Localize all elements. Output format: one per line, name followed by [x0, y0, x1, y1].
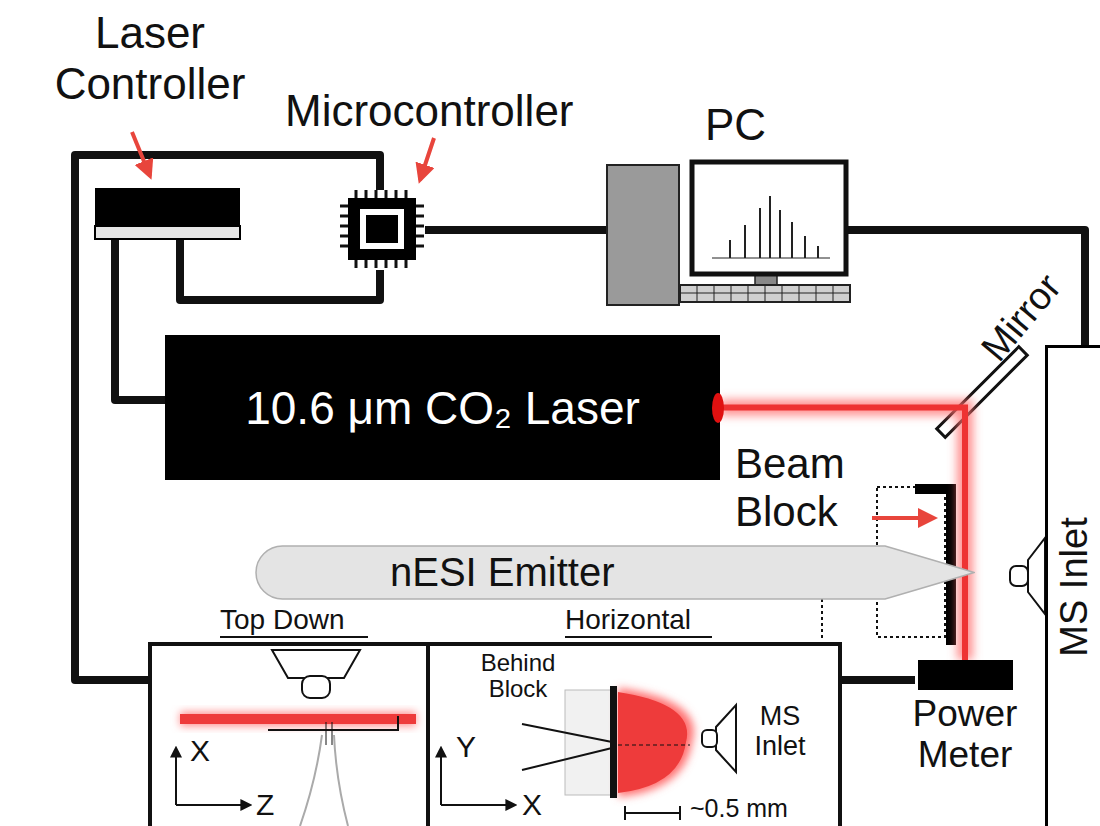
callout-label: Microcontroller — [285, 86, 574, 137]
ms-inlet-cone — [1010, 538, 1045, 614]
emitter-shape — [255, 545, 975, 600]
power-meter: Power Meter — [890, 660, 1040, 810]
callout-arrow — [872, 516, 934, 520]
dimension-label: ~0.5 mm — [690, 794, 788, 823]
node-text: nESI Emitter — [390, 550, 615, 595]
beam-glow — [720, 408, 965, 661]
co2-laser: 10.6 μm CO₂ Laser — [165, 335, 720, 480]
top-down-view — [176, 650, 416, 826]
wires — [75, 155, 1085, 680]
laser-beam — [720, 408, 965, 661]
axis-label: X — [190, 734, 210, 769]
wire — [425, 226, 607, 234]
callout-label: Beam Block — [735, 440, 875, 537]
callout-arrow — [132, 132, 150, 176]
laser-aperture — [712, 393, 724, 423]
axis-label: Z — [256, 788, 274, 823]
beam-core — [720, 408, 965, 661]
laser-controller — [95, 188, 240, 239]
part-label: MS Inlet — [740, 702, 820, 761]
node-text: Power Meter — [890, 694, 1040, 775]
axis-label: Y — [456, 730, 476, 765]
inset-panel — [150, 637, 840, 826]
node-text: 10.6 μm CO₂ Laser — [245, 381, 640, 435]
callout-arrow — [420, 138, 434, 180]
callout-label: Laser Controller — [35, 8, 265, 109]
pc-computer — [607, 162, 850, 305]
wire — [115, 238, 165, 400]
power-meter-head — [918, 660, 1013, 690]
axis-label: X — [522, 788, 542, 823]
node-text: MS Inlet — [1053, 517, 1096, 656]
wire — [840, 676, 915, 684]
ms-inlet: MS Inlet — [1045, 345, 1100, 826]
view-title: Top Down — [220, 604, 345, 636]
callout-label: PC — [705, 100, 766, 151]
part-label: Behind Block — [462, 650, 574, 703]
view-title: Horizontal — [565, 604, 691, 636]
nesi-emitter: nESI Emitter — [255, 545, 975, 600]
microcontroller-chip — [340, 190, 424, 268]
